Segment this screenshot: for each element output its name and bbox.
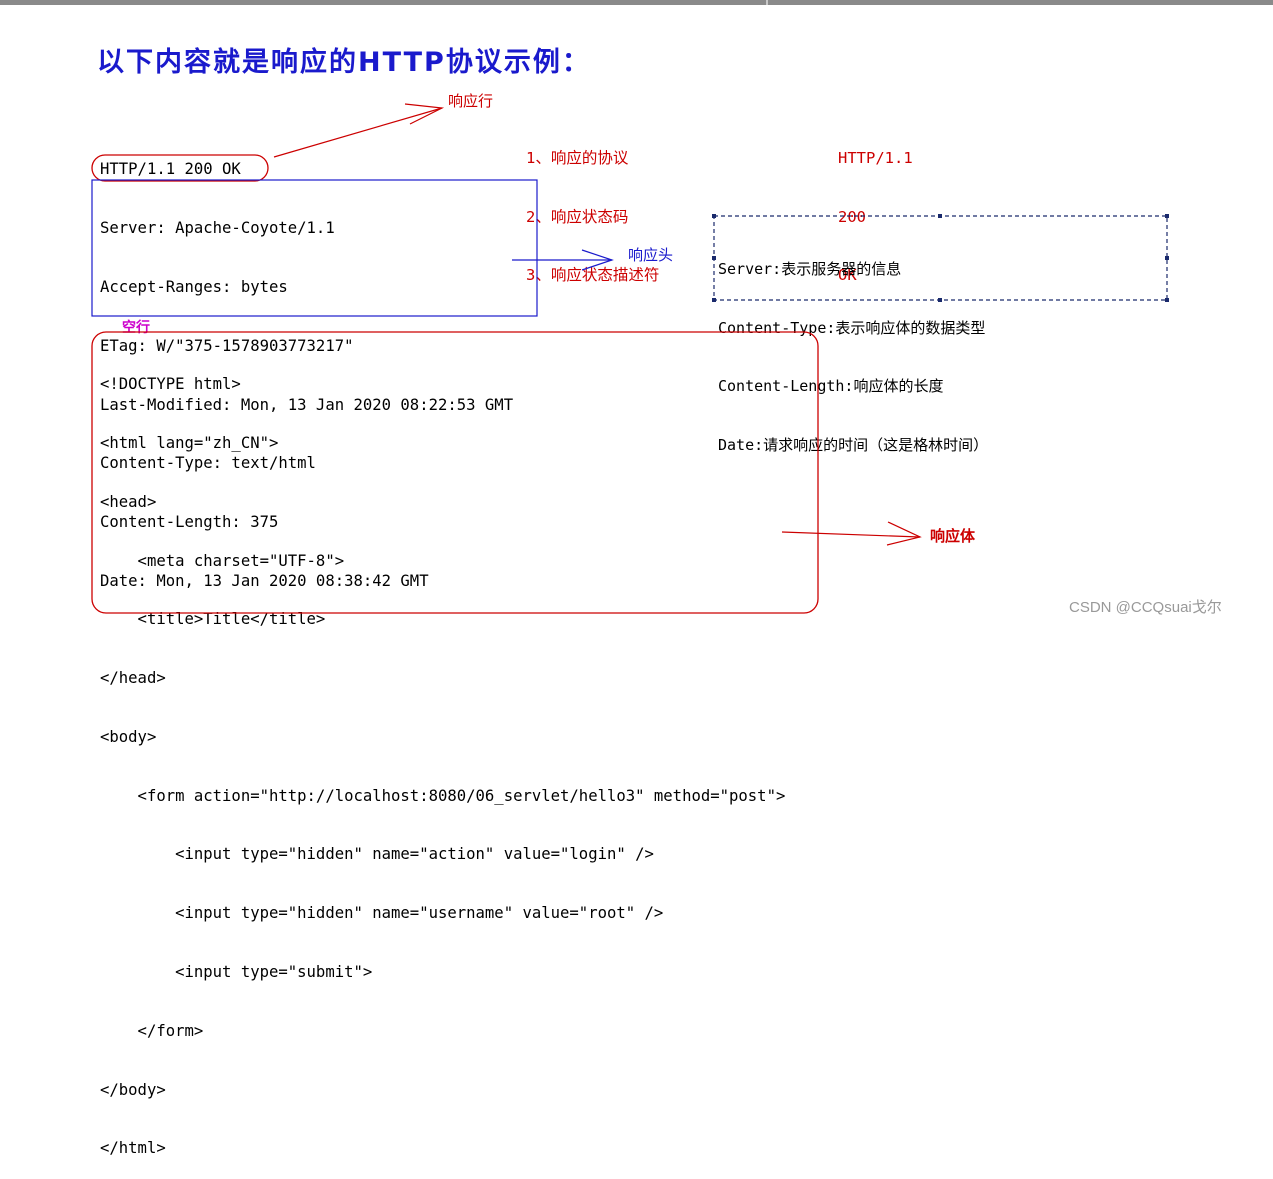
response-headers: Server: Apache-Coyote/1.1 Accept-Ranges:…	[100, 180, 513, 611]
explain-value: OK	[838, 266, 857, 284]
notes-box-handle	[1165, 214, 1169, 218]
notes-box-handles	[712, 214, 1169, 302]
body-line: <html lang="zh_CN">	[100, 433, 279, 452]
body-line: </head>	[100, 669, 166, 688]
notes-box-handle	[938, 214, 942, 218]
watermark: CSDN @CCQsuai戈尔	[1069, 599, 1222, 616]
response-line-label: 响应行	[448, 92, 494, 110]
header-line: Content-Type: text/html	[100, 454, 316, 473]
notes-box-handle	[712, 298, 716, 302]
explain-item: 3、响应状态描述符	[526, 266, 660, 284]
explain-value: 200	[838, 207, 866, 226]
explain-item: 1、响应的协议	[526, 149, 629, 167]
response-line-arrowhead	[404, 103, 445, 125]
status-explain-items: 1、响应的协议 2、响应状态码 3、响应状态描述符	[526, 110, 659, 305]
status-explain-values: HTTP/1.1 200 OK	[838, 110, 913, 305]
header-line: ETag: W/"375-1578903773217"	[100, 336, 354, 355]
header-note: Server:表示服务器的信息	[718, 260, 902, 278]
explain-item: 2、响应状态码	[526, 207, 629, 226]
window-top-bar	[0, 0, 1273, 5]
body-line: <form action="http://localhost:8080/06_s…	[100, 786, 786, 805]
notes-box-handle	[1165, 298, 1169, 302]
page-title: 以下内容就是响应的HTTP协议示例：	[97, 47, 591, 78]
response-body-arrowhead	[886, 521, 922, 546]
status-line: HTTP/1.1 200 OK	[100, 160, 241, 178]
body-line: <input type="hidden" name="action" value…	[100, 845, 654, 864]
body-line: <meta charset="UTF-8">	[100, 551, 345, 570]
annotation-overlay	[91, 103, 1169, 614]
header-line: Server: Apache-Coyote/1.1	[100, 219, 335, 238]
header-note: Date:请求响应的时间（这是格林时间）	[718, 435, 989, 454]
body-line: </form>	[100, 1021, 204, 1040]
body-box	[91, 331, 819, 614]
top-bar-tick	[766, 0, 768, 5]
notes-box-handle	[712, 256, 716, 260]
response-headers-arrowhead	[581, 249, 614, 271]
header-line: Accept-Ranges: bytes	[100, 277, 288, 296]
body-line: <input type="submit">	[100, 963, 373, 981]
body-line: <head>	[100, 492, 157, 511]
body-line: <!DOCTYPE html>	[100, 375, 241, 394]
header-note: Content-Length:响应体的长度	[718, 377, 944, 395]
notes-box-handle	[938, 298, 942, 302]
notes-box-handle	[1165, 256, 1169, 260]
header-line: Last-Modified: Mon, 13 Jan 2020 08:22:53…	[100, 395, 514, 414]
header-notes-box	[713, 215, 1168, 301]
notes-box-handle	[712, 214, 716, 218]
header-line: Content-Length: 375	[100, 513, 279, 532]
body-line: <body>	[100, 727, 157, 746]
explain-value: HTTP/1.1	[838, 149, 913, 167]
headers-box	[91, 179, 538, 317]
body-line: <title>Title</title>	[100, 610, 326, 629]
response-body-arrow	[781, 531, 921, 538]
response-body-label: 响应体	[930, 527, 976, 545]
status-line-box	[91, 154, 269, 182]
body-line: <input type="hidden" name="username" val…	[100, 904, 664, 923]
body-line: </body>	[100, 1080, 166, 1099]
response-line-arrow	[273, 107, 443, 158]
header-line: Date: Mon, 13 Jan 2020 08:38:42 GMT	[100, 571, 429, 590]
response-headers-label: 响应头	[628, 246, 674, 264]
body-line: </html>	[100, 1139, 166, 1158]
